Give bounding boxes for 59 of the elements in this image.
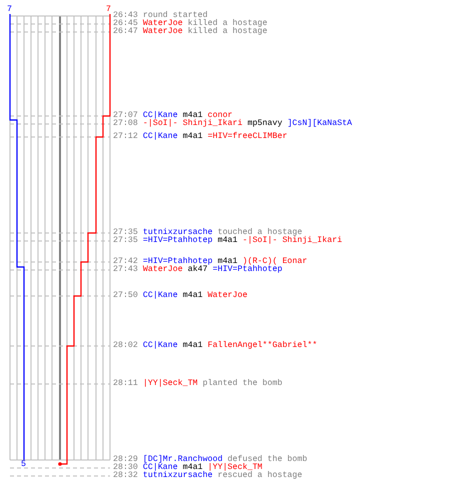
timestamp: 28:32 bbox=[113, 471, 138, 480]
player-name: FallenAngel**Gabriel** bbox=[208, 341, 318, 350]
timestamp: 27:35 bbox=[113, 228, 138, 237]
player-name: ]CsN][KaNaStA bbox=[287, 119, 352, 128]
event-text: killed a hostage bbox=[188, 27, 268, 36]
player-name: conor bbox=[208, 111, 233, 120]
player-name: CC|Kane bbox=[142, 132, 178, 141]
timestamp: 27:12 bbox=[113, 132, 138, 141]
player-name: =HIV=Ptahhotep bbox=[142, 236, 213, 245]
timestamp: 27:42 bbox=[113, 257, 138, 266]
player-name: WaterJoe bbox=[142, 27, 183, 36]
player-name: =HIV=Ptahhotep bbox=[212, 265, 282, 274]
player-name: -|SoI|- Shinji_Ikari bbox=[242, 236, 342, 245]
player-name: CC|Kane bbox=[142, 291, 178, 300]
player-name: CC|Kane bbox=[142, 341, 178, 350]
timestamp: 27:07 bbox=[113, 111, 138, 120]
player-name: CC|Kane bbox=[142, 111, 178, 120]
weapon-name: m4a1 bbox=[218, 257, 238, 266]
weapon-name: m4a1 bbox=[182, 341, 203, 350]
player-name: -|SoI|- Shinji_Ikari bbox=[142, 119, 242, 128]
player-name: tutnixzursache bbox=[142, 228, 213, 237]
count-label: 7 bbox=[106, 6, 111, 14]
count-label: 7 bbox=[7, 6, 12, 14]
weapon-name: ak47 bbox=[188, 265, 208, 274]
event-text: planted the bomb bbox=[202, 379, 282, 388]
weapon-name: m4a1 bbox=[218, 236, 238, 245]
player-name: =HIV=freeCLIMBer bbox=[208, 132, 288, 141]
event-text: defused the bomb bbox=[228, 455, 308, 464]
player-name: WaterJoe bbox=[208, 291, 248, 300]
event-text: rescued a hostage bbox=[218, 471, 302, 480]
event-text: round started bbox=[142, 11, 208, 20]
timestamp: 26:47 bbox=[113, 27, 138, 36]
weapon-name: m4a1 bbox=[182, 463, 203, 472]
player-name: WaterJoe bbox=[142, 265, 183, 274]
timestamp: 27:43 bbox=[113, 265, 138, 274]
timestamp: 27:35 bbox=[113, 236, 138, 245]
player-name: CC|Kane bbox=[142, 463, 178, 472]
event-text: killed a hostage bbox=[188, 19, 268, 28]
timestamp: 26:45 bbox=[113, 19, 138, 28]
timestamp: 28:30 bbox=[113, 463, 138, 472]
player-name: =HIV=Ptahhotep bbox=[142, 257, 213, 266]
weapon-name: m4a1 bbox=[182, 111, 203, 120]
weapon-name: m4a1 bbox=[182, 291, 203, 300]
timestamp: 27:50 bbox=[113, 291, 138, 300]
count-label: 5 bbox=[21, 461, 26, 469]
timestamp: 28:29 bbox=[113, 455, 138, 464]
player-name: |YY|Seck_TM bbox=[142, 379, 198, 388]
timestamp: 27:08 bbox=[113, 119, 138, 128]
player-name: |YY|Seck_TM bbox=[208, 463, 262, 472]
weapon-name: mp5navy bbox=[247, 119, 282, 128]
player-name: tutnixzursache bbox=[142, 471, 213, 480]
timestamp: 28:11 bbox=[113, 379, 138, 388]
timestamp: 26:43 bbox=[113, 11, 138, 20]
player-name: )(R-C)( Eonar bbox=[242, 257, 308, 266]
player-name: [DC]Mr.Ranchwood bbox=[142, 455, 223, 464]
event-text: touched a hostage bbox=[218, 228, 302, 237]
player-name: WaterJoe bbox=[142, 19, 183, 28]
weapon-name: m4a1 bbox=[182, 132, 203, 141]
timestamp: 28:02 bbox=[113, 341, 138, 350]
